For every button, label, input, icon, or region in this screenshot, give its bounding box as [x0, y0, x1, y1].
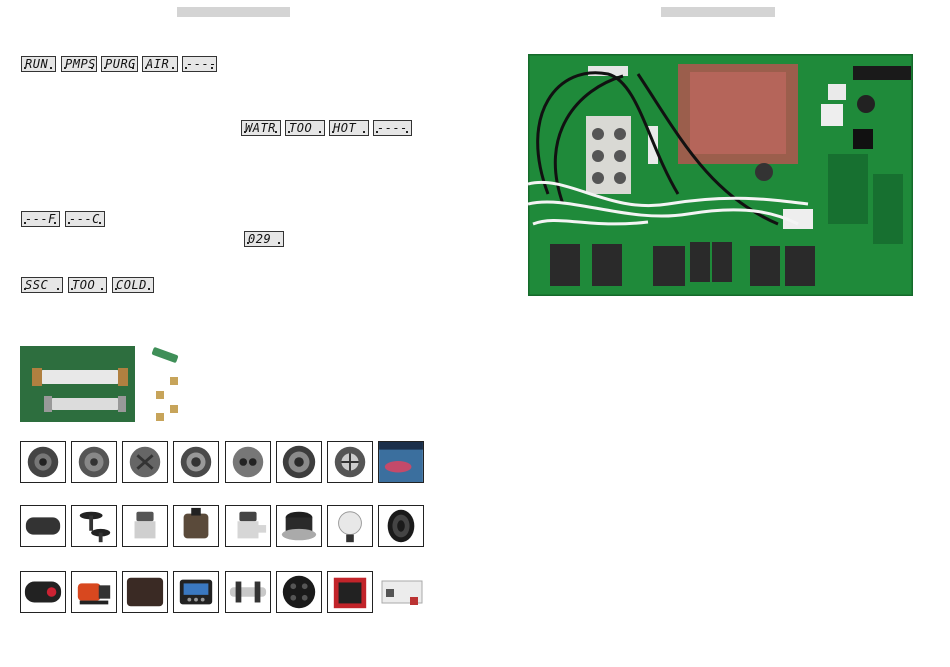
- lcd-code: ----: [182, 56, 217, 72]
- control-panel-icon: [173, 571, 219, 613]
- light-bulb-icon: [327, 505, 373, 547]
- lcd-code: PURG: [101, 56, 138, 72]
- jet-icon: [276, 441, 322, 483]
- jet-icon: [173, 441, 219, 483]
- heater-assembly-icon: [378, 571, 424, 613]
- diverter-icon: [122, 505, 168, 547]
- lcd-code: TOO: [285, 120, 325, 136]
- lcd-code: TOO: [68, 277, 107, 293]
- box-icon: [327, 571, 373, 613]
- lcd-code: SSC: [21, 277, 63, 293]
- topside-icon: [276, 571, 322, 613]
- lcd-code: RUN: [21, 56, 56, 72]
- lcd-code: ----: [373, 120, 412, 136]
- heater-icon: [225, 571, 271, 613]
- valve-icon: [71, 505, 117, 547]
- small-fuses-photo: [150, 347, 182, 423]
- small-fuses-image: [150, 347, 182, 423]
- lcd-code: AIR: [142, 56, 178, 72]
- jet-icon: [327, 441, 373, 483]
- lcd-code: 029: [244, 231, 284, 247]
- jet-icon: [122, 441, 168, 483]
- jet-icon: [225, 441, 271, 483]
- cable-icon: [378, 505, 424, 547]
- cover-icon: [122, 571, 168, 613]
- lcd-code: WATR: [241, 120, 281, 136]
- jet-icon: [20, 441, 66, 483]
- lcd-code: ---F: [21, 211, 60, 227]
- right-header-bar: [661, 7, 775, 17]
- left-header-bar: [177, 7, 290, 17]
- filter-cap-icon: [276, 505, 322, 547]
- pump-icon: [71, 571, 117, 613]
- fuse-board-image: [20, 346, 135, 422]
- pillow-icon: [20, 505, 66, 547]
- jet-icon: [71, 441, 117, 483]
- valve-icon: [173, 505, 219, 547]
- fuse-board-photo: [20, 346, 135, 422]
- lcd-code: ---C: [65, 211, 105, 227]
- lcd-code: COLD: [112, 277, 154, 293]
- lcd-code: PMPS: [61, 56, 97, 72]
- lcd-code: HOT: [329, 120, 369, 136]
- valve-icon: [225, 505, 271, 547]
- circuit-board-image: [528, 54, 913, 296]
- pillow-icon: [20, 571, 66, 613]
- circuit-board-photo: [528, 54, 913, 296]
- spa-light-icon: [378, 441, 424, 483]
